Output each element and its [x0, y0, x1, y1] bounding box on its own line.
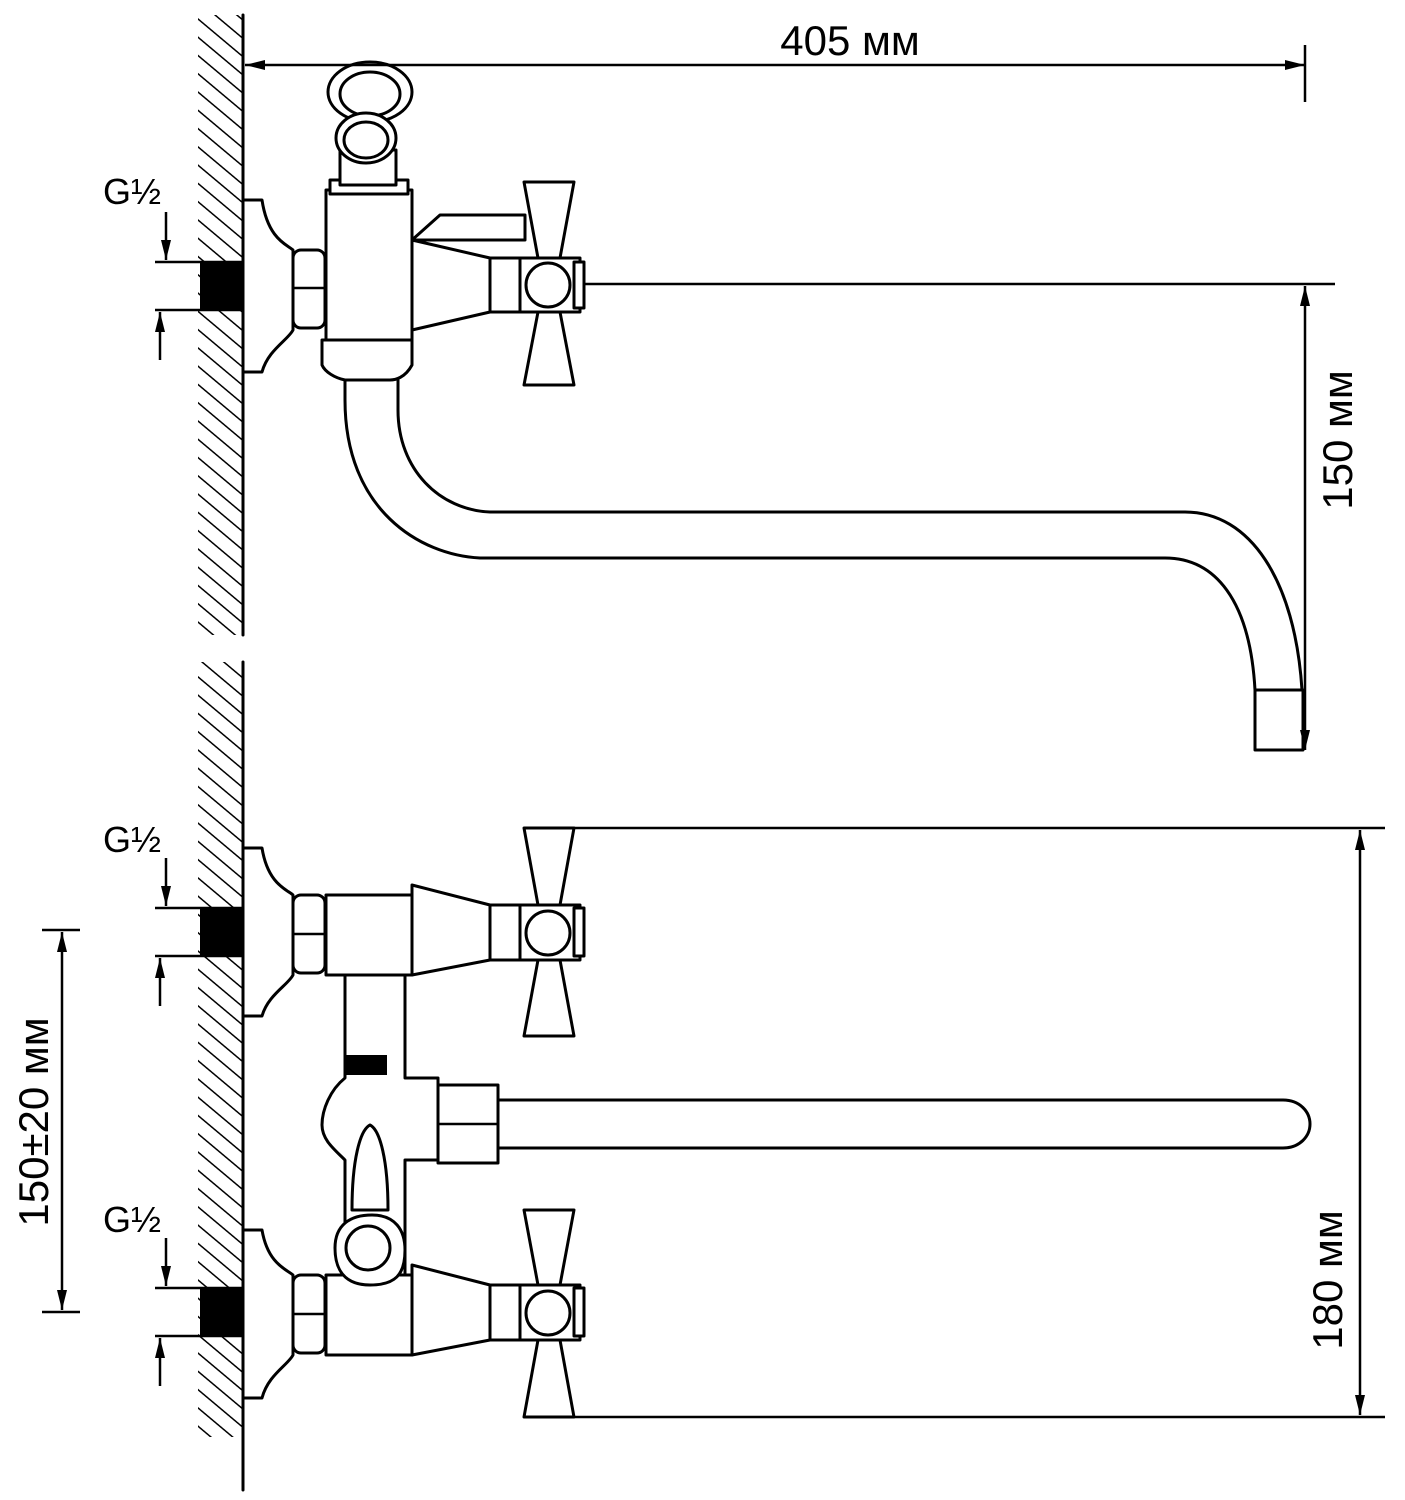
nut-front-top — [291, 893, 327, 975]
inlet-pipe-front-top — [200, 908, 243, 956]
dimension-150-spacing-label: 150±20 мм — [10, 1017, 57, 1226]
cartridge-housing-front-top — [410, 883, 492, 977]
diverter-knob-front — [333, 1213, 407, 1287]
escutcheon-front-bottom — [241, 1228, 295, 1400]
dimension-150-spacing — [42, 928, 80, 1314]
escutcheon-top — [241, 198, 295, 374]
diverter-knob-top — [326, 60, 414, 165]
cartridge-housing-top — [410, 238, 492, 332]
spout-tube — [343, 378, 1257, 692]
spout-aerator — [1253, 688, 1305, 752]
dimension-180-label: 180 мм — [1304, 1210, 1351, 1350]
inlet-label-side: G½ — [103, 171, 161, 212]
lever-plate-top — [410, 213, 527, 242]
spout-front — [496, 1098, 1312, 1150]
dimension-150-drop-label: 150 мм — [1314, 370, 1361, 510]
cross-handle-front-bottom — [518, 1208, 586, 1419]
nut-top — [291, 248, 327, 330]
side-view: 405 мм 150 мм G½ — [103, 13, 1361, 752]
cartridge-housing-front-bottom — [410, 1263, 492, 1357]
wall-top — [198, 13, 245, 637]
inlet-label-front-top: G½ — [103, 819, 161, 860]
inlet-label-front-bottom: G½ — [103, 1199, 161, 1240]
front-view: 180 мм 150±20 мм G½ G½ — [10, 660, 1385, 1492]
cross-handle-top — [518, 180, 586, 387]
escutcheon-front-top — [241, 846, 295, 1018]
nut-front-bottom — [291, 1273, 327, 1355]
dimension-405 — [245, 45, 1307, 102]
wall-bottom — [198, 660, 245, 1492]
inlet-pipe-front-bottom — [200, 1288, 243, 1336]
cross-handle-front-top — [518, 826, 586, 1038]
dimension-405-label: 405 мм — [780, 17, 920, 64]
inlet-pipe-top — [200, 262, 243, 310]
valve-body-top — [324, 188, 414, 342]
